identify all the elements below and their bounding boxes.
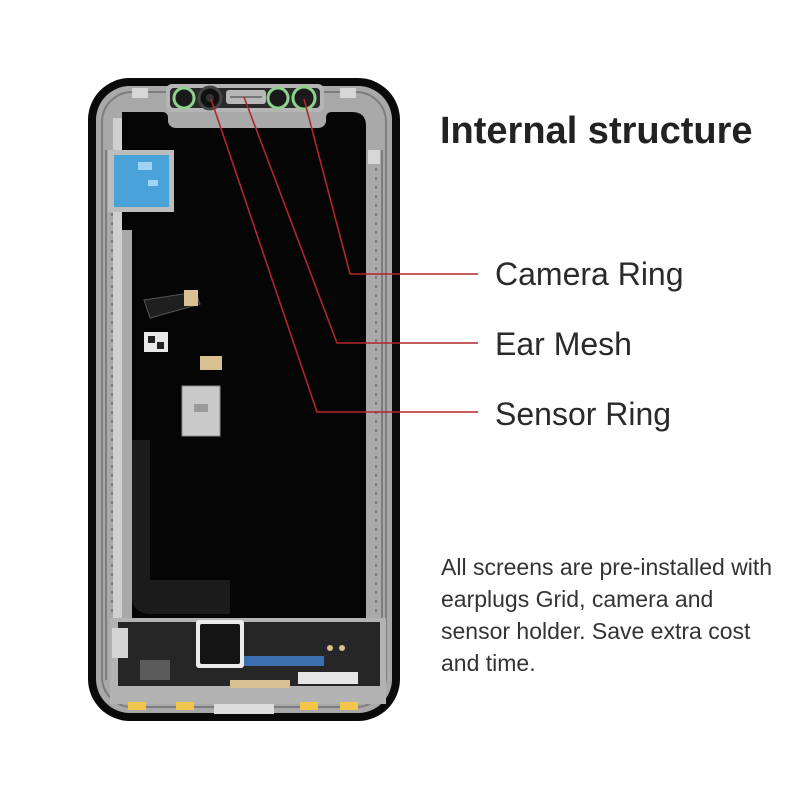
display-panel	[122, 112, 366, 640]
camera-ring	[291, 85, 317, 111]
leader-lines	[210, 96, 478, 413]
camera-ring-leader-line	[303, 98, 478, 275]
sensor-ring	[172, 86, 196, 110]
ear-mesh-label: Ear Mesh	[495, 326, 632, 362]
qr-label	[144, 332, 168, 352]
camera-ring-label: Camera Ring	[495, 256, 684, 292]
sensor-ring-label: Sensor Ring	[495, 396, 672, 432]
sensor-ring-leader-line	[210, 98, 478, 413]
heading: Internal structure	[440, 110, 753, 152]
description-text: All screens are pre-installed with earpl…	[441, 554, 773, 676]
ear-mesh-leader-line	[243, 96, 478, 344]
